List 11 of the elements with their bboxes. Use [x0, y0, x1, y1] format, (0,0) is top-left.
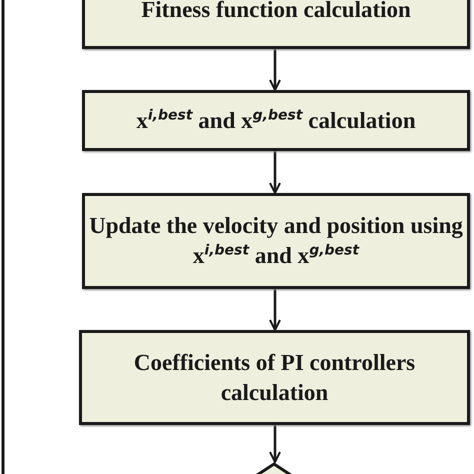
process-box — [82, 193, 470, 289]
box-text: Fitness function calculation — [141, 0, 411, 24]
arrow — [269, 49, 281, 91]
process-box — [82, 90, 470, 151]
box-text: Update the velocity and position using x$^{i,best}$ and x$^{g,best}$ — [88, 212, 464, 270]
arrow — [269, 425, 281, 463]
box-text: Coefficients of PI controllers calculation — [132, 348, 416, 406]
arrow — [269, 289, 281, 331]
box-text: x$^{i,best}$ and x$^{g,best}$ calculation — [136, 106, 416, 135]
arrow — [269, 151, 281, 194]
process-box — [79, 330, 470, 425]
